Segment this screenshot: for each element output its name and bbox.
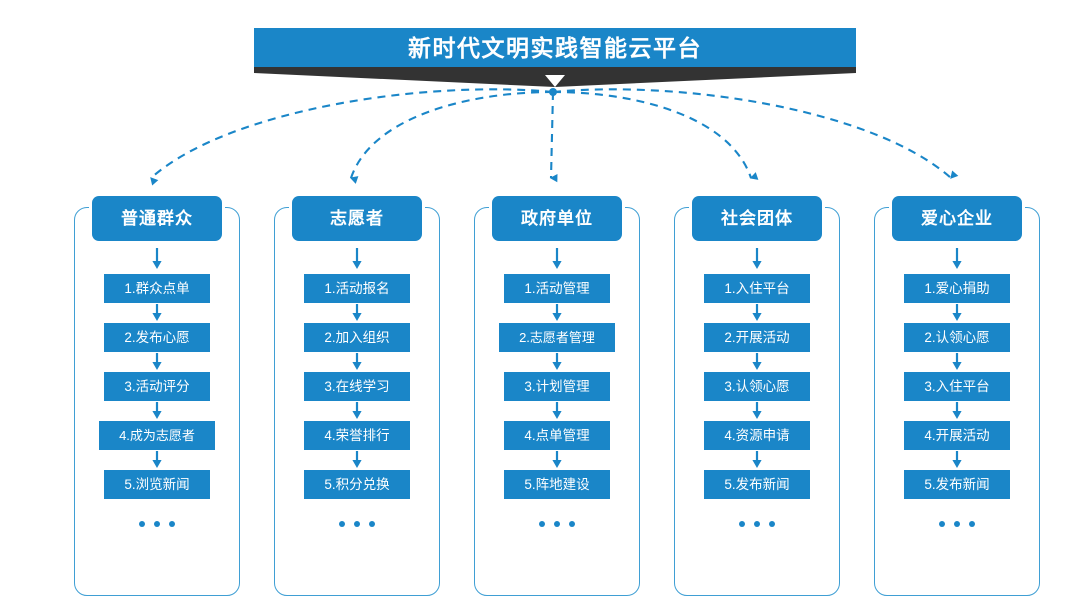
list-item[interactable]: 5.积分兑换 (304, 470, 410, 499)
header-to-item-arrow (152, 248, 162, 269)
column-card (874, 204, 1040, 596)
item-arrow (749, 303, 765, 323)
list-item[interactable]: 1.入住平台 (704, 274, 810, 303)
banner-shadow-ribbon (254, 67, 856, 87)
ellipsis-dot (739, 521, 745, 527)
ellipsis-dot (169, 521, 175, 527)
item-arrow (349, 303, 365, 323)
list-item[interactable]: 2.志愿者管理 (499, 323, 615, 352)
item-arrow (149, 450, 165, 470)
item-arrow (949, 450, 965, 470)
list-item[interactable]: 1.群众点单 (104, 274, 210, 303)
list-item[interactable]: 3.活动评分 (104, 372, 210, 401)
more-ellipsis[interactable] (939, 521, 975, 527)
item-arrow (349, 352, 365, 372)
ellipsis-dot (939, 521, 945, 527)
item-arrow (549, 303, 565, 323)
item-arrow (349, 450, 365, 470)
list-item[interactable]: 2.开展活动 (704, 323, 810, 352)
role-column-爱心企业: 爱心企业 1.爱心捐助 2.认领心愿 3.入住平台 4.开展活动 5.发布新闻 (874, 196, 1040, 596)
item-arrow (949, 401, 965, 421)
column-items-4: 1.爱心捐助 2.认领心愿 3.入住平台 4.开展活动 5.发布新闻 (874, 274, 1040, 527)
chevron-down-icon (545, 75, 565, 87)
ellipsis-dot (754, 521, 760, 527)
column-header-0[interactable]: 普通群众 (92, 196, 222, 241)
page-title: 新时代文明实践智能云平台 (408, 34, 702, 61)
banner-bar: 新时代文明实践智能云平台 (254, 28, 856, 68)
ellipsis-dot (154, 521, 160, 527)
list-item[interactable]: 3.在线学习 (304, 372, 410, 401)
item-arrow (749, 450, 765, 470)
column-header-label: 普通群众 (121, 209, 193, 228)
list-item[interactable]: 4.资源申请 (704, 421, 810, 450)
header-to-item-arrow (352, 248, 362, 269)
ellipsis-dot (954, 521, 960, 527)
column-header-4[interactable]: 爱心企业 (892, 196, 1022, 241)
more-ellipsis[interactable] (739, 521, 775, 527)
column-header-label: 志愿者 (330, 209, 384, 228)
column-header-label: 爱心企业 (921, 209, 993, 228)
list-item[interactable]: 3.计划管理 (504, 372, 610, 401)
ellipsis-dot (369, 521, 375, 527)
item-arrow (549, 450, 565, 470)
list-item[interactable]: 4.点单管理 (504, 421, 610, 450)
more-ellipsis[interactable] (539, 521, 575, 527)
list-item[interactable]: 2.发布心愿 (104, 323, 210, 352)
role-column-普通群众: 普通群众 1.群众点单 2.发布心愿 3.活动评分 4.成为志愿者 5.浏览新闻 (74, 196, 240, 596)
list-item[interactable]: 2.认领心愿 (904, 323, 1010, 352)
column-header-2[interactable]: 政府单位 (492, 196, 622, 241)
header-to-item-arrow (552, 248, 562, 269)
item-arrow (549, 352, 565, 372)
role-column-志愿者: 志愿者 1.活动报名 2.加入组织 3.在线学习 4.荣誉排行 5.积分兑换 (274, 196, 440, 596)
ellipsis-dot (339, 521, 345, 527)
column-header-3[interactable]: 社会团体 (692, 196, 822, 241)
item-arrow (749, 401, 765, 421)
list-item[interactable]: 5.浏览新闻 (104, 470, 210, 499)
list-item[interactable]: 4.开展活动 (904, 421, 1010, 450)
column-items-1: 1.活动报名 2.加入组织 3.在线学习 4.荣誉排行 5.积分兑换 (274, 274, 440, 527)
more-ellipsis[interactable] (139, 521, 175, 527)
ellipsis-dot (139, 521, 145, 527)
platform-title-banner: 新时代文明实践智能云平台 (254, 28, 856, 92)
list-item[interactable]: 1.活动报名 (304, 274, 410, 303)
more-ellipsis[interactable] (339, 521, 375, 527)
list-item[interactable]: 3.认领心愿 (704, 372, 810, 401)
ellipsis-dot (354, 521, 360, 527)
item-arrow (549, 401, 565, 421)
ellipsis-dot (539, 521, 545, 527)
item-arrow (149, 401, 165, 421)
ellipsis-dot (569, 521, 575, 527)
column-items-0: 1.群众点单 2.发布心愿 3.活动评分 4.成为志愿者 5.浏览新闻 (74, 274, 240, 527)
column-card (74, 204, 240, 596)
item-arrow (149, 352, 165, 372)
item-arrow (949, 303, 965, 323)
ellipsis-dot (969, 521, 975, 527)
ellipsis-dot (769, 521, 775, 527)
role-column-政府单位: 政府单位 1.活动管理 2.志愿者管理 3.计划管理 4.点单管理 5.阵地建设 (474, 196, 640, 596)
list-item[interactable]: 5.发布新闻 (904, 470, 1010, 499)
list-item[interactable]: 5.阵地建设 (504, 470, 610, 499)
list-item[interactable]: 1.活动管理 (504, 274, 610, 303)
column-items-3: 1.入住平台 2.开展活动 3.认领心愿 4.资源申请 5.发布新闻 (674, 274, 840, 527)
column-header-label: 社会团体 (721, 209, 793, 228)
list-item[interactable]: 3.入住平台 (904, 372, 1010, 401)
list-item[interactable]: 2.加入组织 (304, 323, 410, 352)
list-item[interactable]: 1.爱心捐助 (904, 274, 1010, 303)
list-item[interactable]: 5.发布新闻 (704, 470, 810, 499)
list-item[interactable]: 4.成为志愿者 (99, 421, 215, 450)
column-header-label: 政府单位 (521, 209, 593, 228)
item-arrow (349, 401, 365, 421)
ellipsis-dot (554, 521, 560, 527)
item-arrow (949, 352, 965, 372)
column-items-2: 1.活动管理 2.志愿者管理 3.计划管理 4.点单管理 5.阵地建设 (474, 274, 640, 527)
item-arrow (149, 303, 165, 323)
header-to-item-arrow (952, 248, 962, 269)
column-card (274, 204, 440, 596)
header-to-item-arrow (752, 248, 762, 269)
list-item[interactable]: 4.荣誉排行 (304, 421, 410, 450)
role-column-社会团体: 社会团体 1.入住平台 2.开展活动 3.认领心愿 4.资源申请 5.发布新闻 (674, 196, 840, 596)
column-header-1[interactable]: 志愿者 (292, 196, 422, 241)
item-arrow (749, 352, 765, 372)
